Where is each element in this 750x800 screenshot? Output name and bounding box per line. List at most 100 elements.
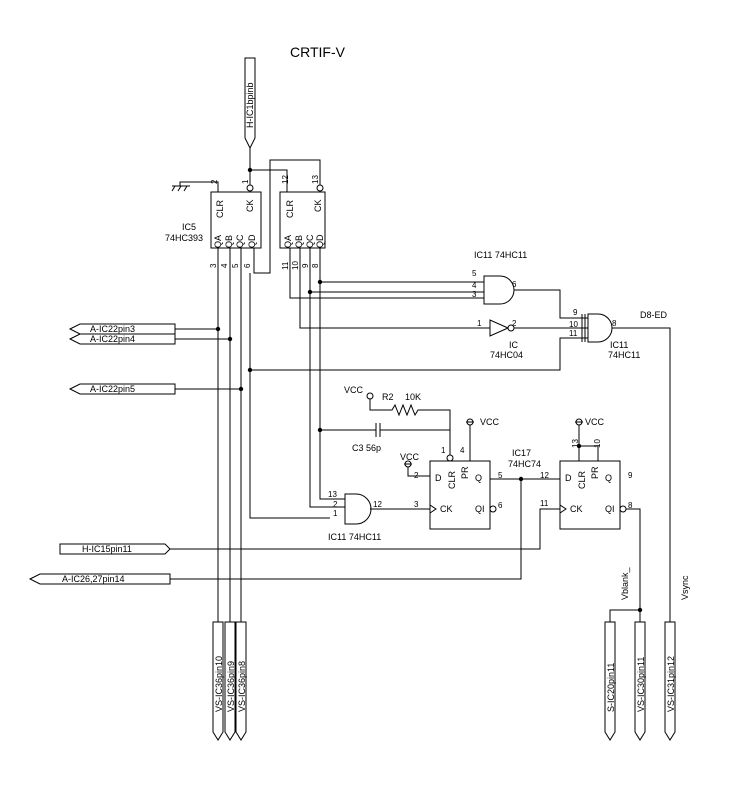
port-s-ic20pin11: S-IC20pin11: [604, 621, 616, 741]
port-h-ic1bpinb: H-IC1bpinb: [244, 57, 256, 150]
ff2-pin13: 13: [571, 439, 580, 448]
ff1-ref: IC17: [512, 448, 531, 458]
junction-vblank: [637, 607, 643, 613]
ff1-pin1: 1: [441, 446, 446, 455]
ic5-ref: IC5: [182, 222, 196, 232]
ff1-vcc-pr: VCC: [466, 417, 500, 461]
port-h-ic1bpinb-label: H-IC1bpinb: [245, 82, 255, 128]
ff1-d: D: [435, 473, 442, 483]
wire-qd-a-to-and-right: [250, 337, 588, 371]
port-vs-ic30pin11-label: VS-IC30pin11: [636, 657, 646, 712]
ff1-pin4: 4: [460, 446, 465, 455]
ff2-q: Q: [605, 473, 612, 483]
ff1-q: Q: [475, 473, 482, 483]
and-right-ref: IC11: [610, 340, 628, 350]
ic5-pin1: 1: [241, 179, 250, 184]
and-bottom-pin12: 12: [373, 500, 382, 509]
ff2-qn: QI: [605, 504, 615, 514]
ff1-clr: CLR: [447, 470, 457, 489]
wire-qd-to-ck-b: [253, 159, 321, 274]
ic5-pin9: 9: [301, 263, 310, 268]
ic5-qa-a: QA: [213, 235, 223, 248]
ic5-pin4: 4: [220, 263, 229, 268]
and-top-pin5: 5: [472, 269, 477, 278]
ic5-clr-b: CLR: [285, 199, 295, 218]
and-top-pin6: 6: [512, 280, 517, 289]
ff1-qn: QI: [475, 504, 485, 514]
wire-clr-ground: [171, 181, 219, 192]
ff2-pin10: 10: [593, 439, 602, 448]
wire-qd-a: [249, 273, 330, 519]
port-h-ic15pin11: H-IC15pin11: [59, 543, 171, 555]
wire-qd-b: [319, 248, 484, 283]
flipflop-ic17: D CLR PR Q CK QI 2 1 4 5 6 IC17 74HC74: [414, 446, 541, 530]
net-vsync: Vsync: [680, 575, 690, 600]
ic5-pin5: 5: [231, 263, 240, 268]
ff2-pin12: 12: [540, 471, 549, 480]
port-vs-ic36pin10: VS-IC36pin10: [212, 621, 224, 741]
ff2-pin11: 11: [540, 499, 549, 508]
inverter-ref: IC: [509, 340, 519, 350]
and-right-pin10: 10: [569, 320, 578, 329]
r2-vcc: VCC: [344, 385, 364, 395]
ic5-qb-b: QB: [294, 235, 304, 248]
ic5-pin12: 12: [281, 175, 290, 184]
port-a-ic22pin5: A-IC22pin5: [68, 383, 176, 395]
and-gate-right: 9 10 11 8 IC11 74HC11 D8-ED: [569, 308, 668, 360]
and-gate-bottom: 13 2 1 12 3 IC11 74HC11: [328, 490, 419, 542]
ff2-pin8: 8: [628, 501, 633, 510]
ff1-part: 74HC74: [508, 459, 541, 469]
wire-qb-b: [299, 248, 480, 329]
port-a-ic22pin4: A-IC22pin4: [68, 333, 176, 345]
inverter-pin2: 2: [512, 319, 517, 328]
ff1-vcc-pr-label: VCC: [480, 417, 500, 427]
wire-clr-b: [250, 169, 288, 192]
junction-clr: [247, 167, 253, 173]
wire-and-top-out: [514, 289, 588, 319]
and-bottom-pin3: 3: [414, 500, 419, 509]
ic5-qc-a: QC: [235, 234, 245, 248]
r2-value: 10K: [405, 392, 421, 402]
wire-and-bottom-in13: [319, 430, 345, 500]
ck-a-bubble: [246, 184, 254, 192]
ff2-ck: CK: [570, 504, 583, 514]
wire-vblank-branch: [609, 609, 640, 622]
port-vs-ic36pin9: VS-IC36pin9: [224, 621, 236, 741]
junction-a-pin3: [215, 326, 221, 332]
ic5-ck-b: CK: [313, 199, 323, 212]
port-a-ic22pin3-label: A-IC22pin3: [90, 324, 135, 334]
ff2-pin9: 9: [628, 471, 633, 480]
and-top-pin3: 3: [472, 290, 477, 299]
ff2-vcc: VCC: [575, 417, 605, 461]
ic5-qb-a: QB: [224, 235, 234, 248]
flipflop-2: D CLR PR Q CK QI 12 13 10 9 11 8: [540, 439, 633, 530]
port-vs-ic31pin12-label: VS-IC31pin12: [666, 656, 676, 712]
wire-qc-b: [309, 248, 484, 293]
ff1-pr: PR: [460, 466, 470, 479]
diagram-title: CRTIF-V: [290, 44, 346, 60]
and-bottom-pin13: 13: [328, 490, 337, 499]
port-vs-ic31pin12: VS-IC31pin12: [664, 621, 676, 741]
ff1-vcc-d-label: VCC: [400, 452, 420, 462]
and-right-pin11: 11: [569, 329, 578, 338]
r2-name: R2: [382, 392, 394, 402]
port-a-ic26-27pin14-label: A-IC26,27pin14: [62, 574, 125, 584]
ic5-qd-a: QD: [247, 234, 257, 248]
and-bottom-pin1: 1: [333, 509, 338, 518]
net-vblank: Vblank_: [620, 566, 630, 600]
inverter-pin1: 1: [477, 319, 482, 328]
and-bottom-pin2: 2: [333, 500, 338, 509]
ck-b-bubble: [316, 184, 324, 192]
ic5-pin13: 13: [311, 175, 320, 184]
ff2-clr: CLR: [577, 470, 587, 489]
ff2-vcc-label: VCC: [585, 417, 605, 427]
and-top-pin4: 4: [472, 281, 477, 290]
inverter-74hc04: 1 2 IC 74HC04: [477, 319, 523, 360]
junction-a-pin4: [227, 336, 233, 342]
ic5-pin6: 6: [243, 263, 252, 268]
port-a-ic26-27pin14: A-IC26,27pin14: [28, 573, 171, 585]
port-vs-ic36pin8-label: VS-IC36pin8: [237, 661, 247, 712]
and-gate-top: IC11 74HC11 5 4 3 6: [472, 250, 527, 305]
ic5-qd-b: QD: [315, 234, 325, 248]
wire-ff1-q-to-a14: [170, 479, 522, 580]
